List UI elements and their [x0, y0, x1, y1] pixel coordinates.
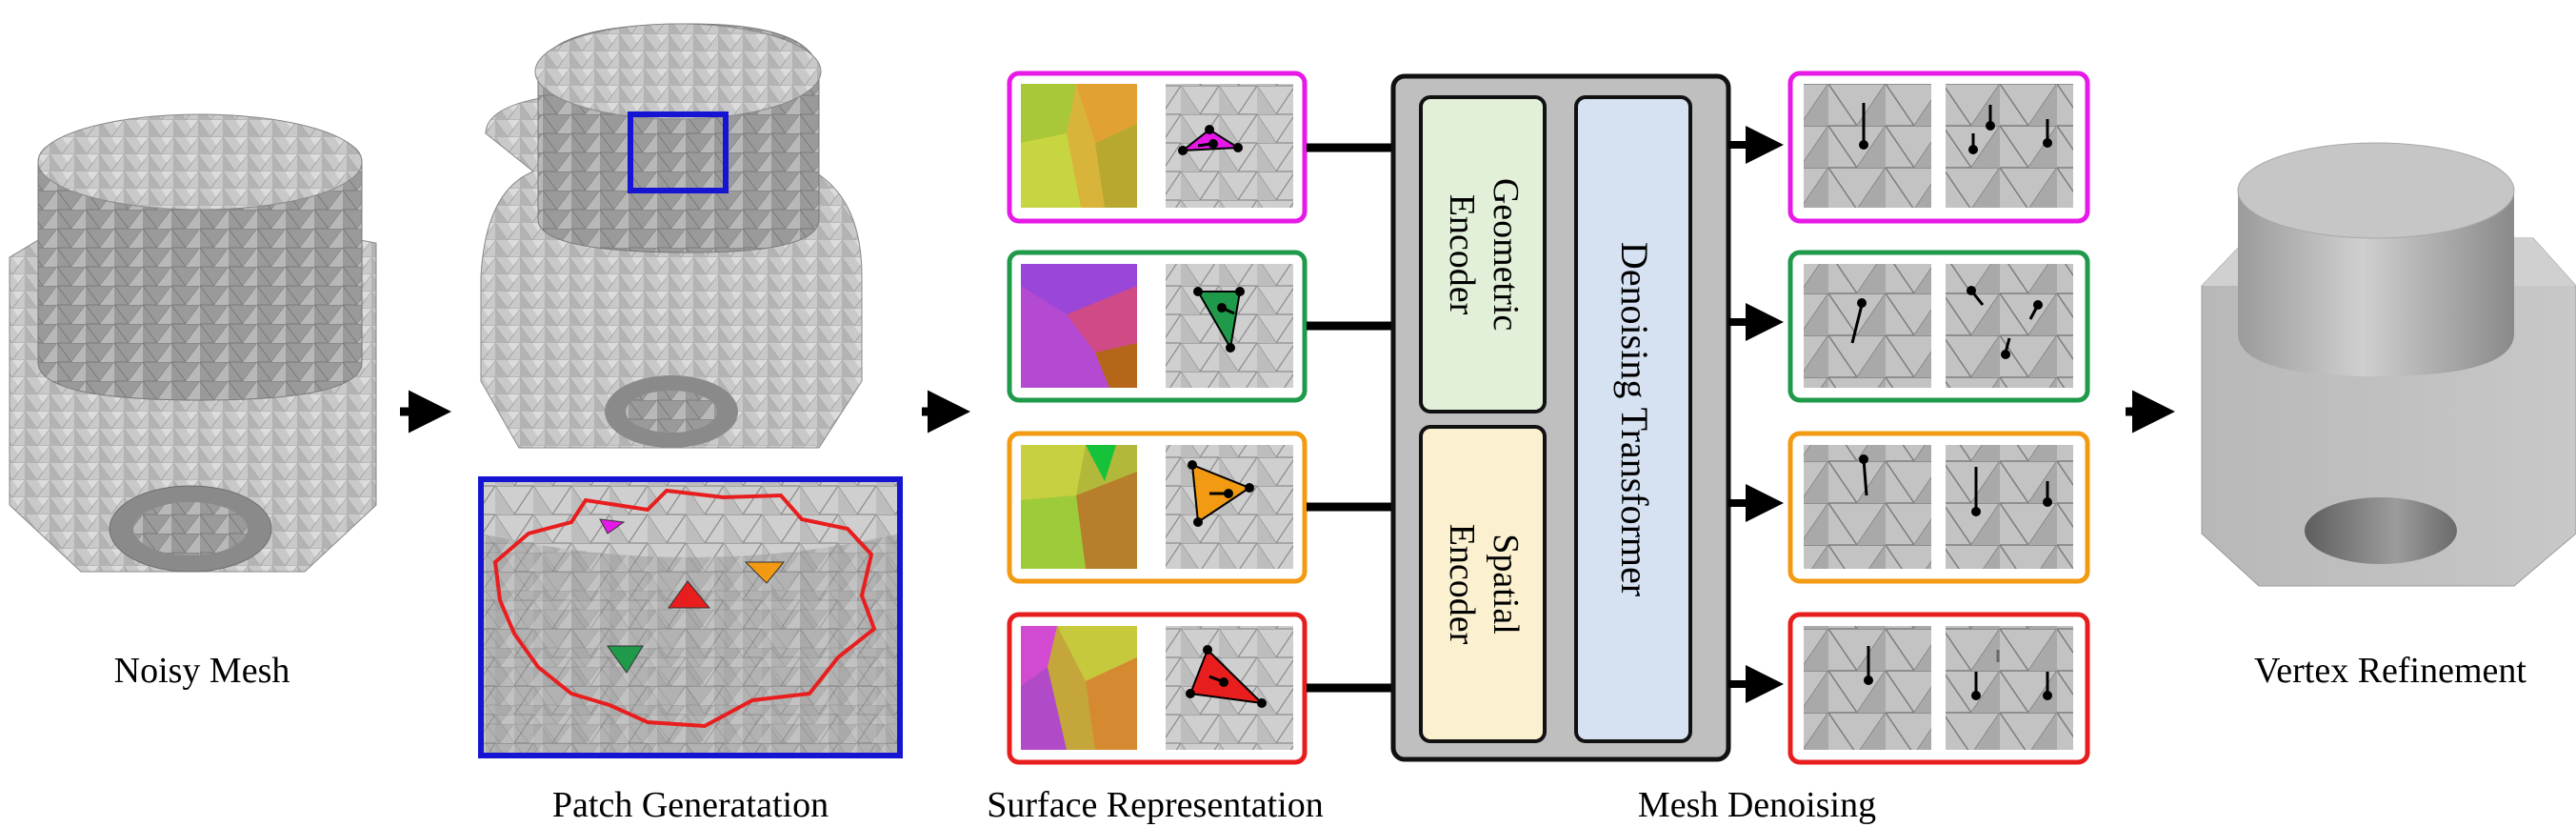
denoising-transformer-block — [1574, 95, 1692, 743]
denoised-patch-rows — [1787, 71, 2090, 765]
local-mesh-magenta — [1166, 84, 1293, 208]
patch-triangle-green — [607, 645, 644, 674]
local-mesh-green — [1166, 264, 1293, 388]
patch-triangle-magenta — [599, 518, 626, 535]
zoomed-patch-figure — [478, 476, 903, 758]
surface-row-red — [1007, 612, 1308, 765]
local-mesh-orange — [1166, 445, 1293, 569]
refined-mesh-figure — [2201, 142, 2576, 587]
patch-boundary — [492, 488, 877, 729]
feature-map-magenta — [1021, 84, 1137, 208]
spatial-encoder-label-2: Encoder — [1442, 524, 1482, 645]
patch-triangle-red — [668, 580, 711, 609]
output-row-green — [1787, 250, 2090, 403]
mesh-denoising-label: Mesh Denoising — [1638, 785, 1876, 825]
patch-generation-label: Patch Generatation — [552, 785, 829, 825]
geometric-encoder-label-2: Encoder — [1442, 194, 1482, 315]
patch-mesh-figure — [480, 23, 863, 449]
output-row-orange — [1787, 431, 2090, 584]
geometric-encoder-block — [1419, 95, 1547, 414]
output-row-magenta — [1787, 71, 2090, 224]
feature-map-red — [1021, 626, 1137, 750]
spatial-encoder-label-1: Spatial — [1486, 534, 1526, 635]
surface-row-magenta — [1007, 71, 1308, 224]
output-row-red — [1787, 612, 2090, 765]
surface-row-green — [1007, 250, 1308, 403]
input-connectors — [1307, 143, 1395, 693]
surface-representation-rows — [1007, 71, 1308, 765]
geometric-encoder-label-1: Geometric — [1486, 178, 1526, 331]
noisy-mesh-label: Noisy Mesh — [114, 651, 290, 691]
patch-selection-box — [628, 111, 729, 193]
vertex-refinement-label: Vertex Refinement — [2254, 651, 2526, 691]
spatial-encoder-block — [1419, 425, 1547, 743]
noisy-mesh-figure — [9, 113, 377, 573]
patch-triangle-orange — [744, 561, 786, 584]
surface-representation-label: Surface Representation — [987, 785, 1323, 825]
surface-row-orange — [1007, 431, 1308, 584]
mesh-denoising-panel: Geometric Encoder Spatial Encoder Denois… — [1390, 73, 1731, 762]
feature-map-orange — [1021, 445, 1137, 569]
local-mesh-red — [1166, 626, 1293, 750]
denoising-transformer-label: Denoising Transformer — [1613, 242, 1656, 596]
feature-map-green — [1021, 264, 1137, 388]
output-arrows — [1728, 126, 1784, 703]
